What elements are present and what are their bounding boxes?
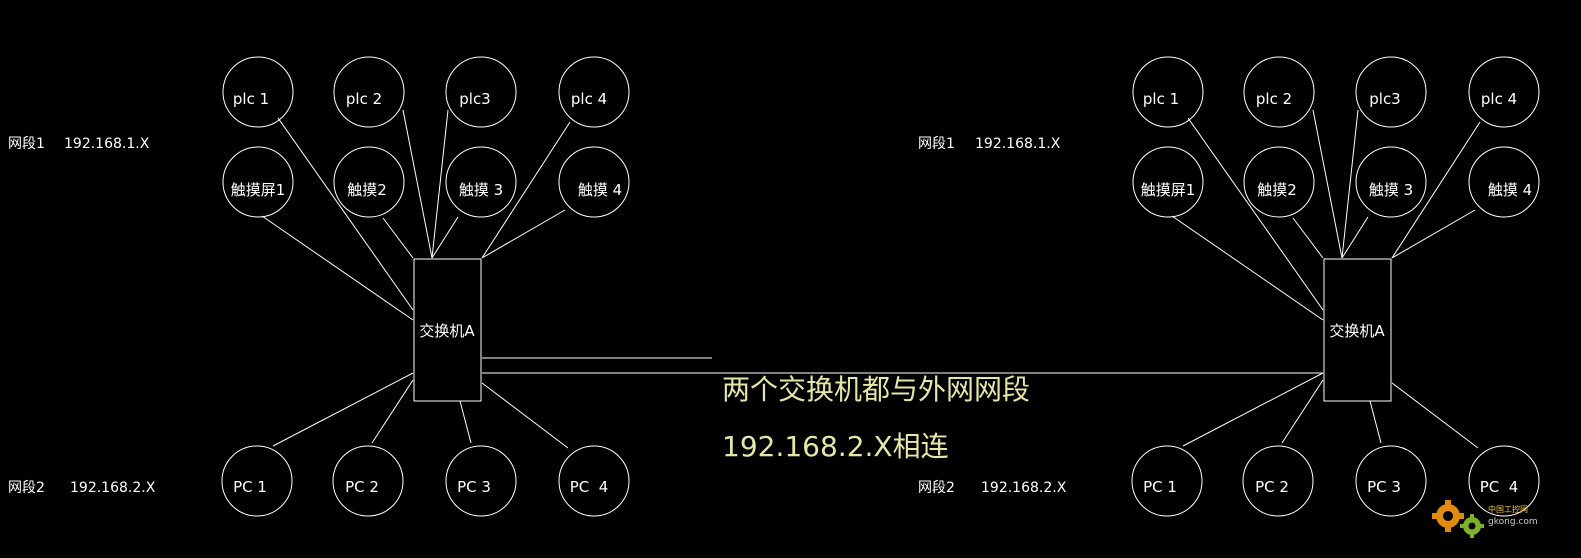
right-pc4-label: PC 4 xyxy=(1480,478,1519,496)
left-link-touch1 xyxy=(261,215,414,321)
right-network xyxy=(482,56,1540,517)
left-touch3-node xyxy=(445,146,517,218)
right-plc4-node xyxy=(1468,56,1540,128)
right-pc2-label: PC 2 xyxy=(1255,478,1289,496)
left-pc3-node xyxy=(445,445,517,517)
gear-icon xyxy=(1432,500,1464,532)
right-touch3-node xyxy=(1355,146,1427,218)
left-pc2-label: PC 2 xyxy=(345,478,379,496)
left-touch4-label: 触摸 4 xyxy=(578,181,622,199)
right-touch2-label: 触摸2 xyxy=(1257,181,1297,199)
watermark-site: gkong.com xyxy=(1488,517,1538,527)
right-segment2-address: 192.168.2.X xyxy=(981,480,1067,496)
right-link-pc2 xyxy=(1281,379,1324,444)
right-link-plc3 xyxy=(1341,109,1359,259)
left-plc4-label: plc 4 xyxy=(571,90,607,108)
watermark: 中国工控网 gkong.com xyxy=(1432,500,1538,538)
right-touch1-node xyxy=(1132,146,1204,218)
left-plc2-node xyxy=(333,56,405,128)
left-plc4-node xyxy=(558,56,630,128)
left-touch1-node xyxy=(222,146,294,218)
left-link-pc1 xyxy=(272,372,414,447)
right-link-plc4 xyxy=(1391,121,1481,259)
right-touch4-label: 触摸 4 xyxy=(1488,181,1532,199)
note-line2: 192.168.2.X相连 xyxy=(722,430,949,463)
left-link-touch2 xyxy=(382,217,414,259)
right-link-touch3 xyxy=(1341,216,1369,259)
left-plc1-node xyxy=(222,56,294,128)
right-labels: 网段1 192.168.1.X 网段2 192.168.2.X 交换机A plc… xyxy=(918,90,1532,496)
right-segment1-address: 192.168.1.X xyxy=(975,136,1061,152)
right-pc3-label: PC 3 xyxy=(1367,478,1401,496)
right-pc3-node xyxy=(1355,445,1427,517)
left-plc2-label: plc 2 xyxy=(346,90,382,108)
right-link-pc1 xyxy=(1182,372,1324,447)
left-switch-label: 交换机A xyxy=(419,322,475,340)
right-touch4-node xyxy=(1468,146,1540,218)
right-touch1-label: 触摸屏1 xyxy=(1141,181,1196,199)
center-note: 两个交换机都与外网网段 192.168.2.X相连 xyxy=(722,373,1030,463)
left-plc3-node xyxy=(445,56,517,128)
right-link-plc2 xyxy=(1312,109,1343,259)
right-plc2-label: plc 2 xyxy=(1256,90,1292,108)
left-touch2-label: 触摸2 xyxy=(347,181,387,199)
left-touch1-label: 触摸屏1 xyxy=(231,181,286,199)
left-plc1-label: plc 1 xyxy=(233,90,269,108)
left-switch-box xyxy=(413,258,482,402)
left-pc1-label: PC 1 xyxy=(233,478,267,496)
right-plc4-label: plc 4 xyxy=(1481,90,1517,108)
left-link-plc1 xyxy=(277,117,414,311)
left-link-plc4 xyxy=(481,121,571,259)
right-segment1-name: 网段1 xyxy=(918,136,955,152)
right-link-plc1 xyxy=(1187,117,1324,311)
left-pc4-label: PC 4 xyxy=(570,478,609,496)
left-link-plc3 xyxy=(431,109,449,259)
right-plc2-node xyxy=(1243,56,1315,128)
right-link-touch1 xyxy=(1171,215,1324,321)
left-link-plc2 xyxy=(402,109,433,259)
left-segment2-name: 网段2 xyxy=(8,480,45,496)
right-plc3-node xyxy=(1355,56,1427,128)
right-plc1-node xyxy=(1132,56,1204,128)
left-segment1-name: 网段1 xyxy=(8,136,45,152)
left-labels: 网段1 192.168.1.X 网段2 192.168.2.X 交换机A plc… xyxy=(8,90,622,496)
right-touch2-node xyxy=(1243,146,1315,218)
watermark-text: 中国工控网 xyxy=(1488,504,1528,514)
right-pc1-node xyxy=(1131,445,1203,517)
right-pc1-label: PC 1 xyxy=(1143,478,1177,496)
right-plc3-label: plc3 xyxy=(1369,90,1400,108)
left-touch2-node xyxy=(333,146,405,218)
left-pc1-node xyxy=(221,445,293,517)
left-segment1-address: 192.168.1.X xyxy=(64,136,150,152)
left-pc2-node xyxy=(332,445,404,517)
left-pc4-node xyxy=(558,445,630,517)
left-plc3-label: plc3 xyxy=(459,90,490,108)
right-touch3-label: 触摸 3 xyxy=(1369,181,1413,199)
note-line1: 两个交换机都与外网网段 xyxy=(722,373,1030,406)
left-touch3-label: 触摸 3 xyxy=(459,181,503,199)
right-link-pc3 xyxy=(1369,400,1382,444)
right-pc2-node xyxy=(1242,445,1314,517)
right-link-touch2 xyxy=(1292,217,1324,259)
left-pc3-label: PC 3 xyxy=(457,478,491,496)
left-link-pc2 xyxy=(371,379,414,444)
right-pc4-node xyxy=(1468,445,1540,517)
right-switch-label: 交换机A xyxy=(1329,322,1385,340)
small-gear-icon xyxy=(1460,514,1484,538)
right-plc1-label: plc 1 xyxy=(1143,90,1179,108)
left-network xyxy=(221,56,712,517)
left-touch4-node xyxy=(558,146,630,218)
right-switch-box xyxy=(1323,258,1392,402)
left-segment2-address: 192.168.2.X xyxy=(70,480,156,496)
right-link-pc4 xyxy=(1391,382,1479,449)
right-segment2-name: 网段2 xyxy=(918,480,955,496)
right-link-touch4 xyxy=(1391,209,1476,259)
left-link-touch3 xyxy=(431,216,459,259)
left-link-touch4 xyxy=(481,209,566,259)
left-link-pc3 xyxy=(459,400,472,444)
left-link-pc4 xyxy=(481,382,569,449)
